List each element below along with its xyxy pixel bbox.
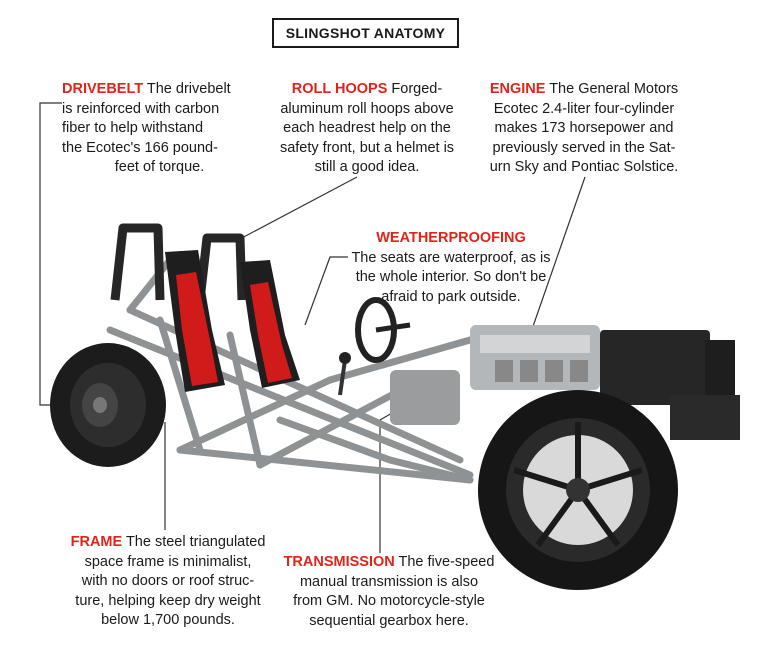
callout-keyword: TRANSMISSION (283, 554, 395, 570)
callout-keyword: WEATHERPROOFING (376, 230, 526, 246)
weatherproofing-callout: WEATHERPROOFING The seats are waterproof… (345, 229, 557, 307)
callout-text: from GM. No motorcycle-style (293, 593, 485, 609)
steering-wheel (355, 297, 411, 363)
roll-hoops-callout: ROLL HOOPS Forged- aluminum roll hoops a… (272, 80, 462, 178)
callout-text: sequential gearbox here. (309, 612, 469, 629)
callout-text: afraid to park outside. (381, 288, 521, 305)
gear-lever (338, 352, 351, 396)
callout-text: urn Sky and Pontiac Solstice. (489, 159, 679, 175)
callout-keyword: FRAME (70, 534, 123, 550)
callout-text: The seats are waterproof, as is (351, 249, 551, 266)
callout-text: safety front, but a helmet is (279, 139, 455, 156)
callout-keyword: DRIVEBELT (62, 81, 144, 97)
callout-text: Forged- (387, 81, 443, 97)
roll-hoops-leader (237, 176, 358, 241)
callout-text: feet of torque. (114, 159, 205, 175)
drivebelt-callout: DRIVEBELT The drivebelt is reinforced wi… (62, 80, 257, 178)
callout-text: The drivebelt (143, 81, 231, 97)
callout-text: still a good idea. (314, 159, 420, 175)
engine-leader (529, 176, 586, 336)
transmission-block (390, 370, 460, 425)
callout-text: ture, helping keep dry weight (75, 592, 261, 609)
callout-text: manual transmission is also (299, 573, 479, 590)
page-title: SLINGSHOT ANATOMY (272, 18, 459, 48)
rear-wheel (50, 343, 166, 467)
callout-text: below 1,700 pounds. (101, 612, 235, 628)
callout-text: makes 173 horsepower and (494, 120, 674, 136)
weatherproofing-leader (304, 256, 348, 326)
front-structure (600, 330, 710, 405)
callout-text: The five-speed (394, 554, 495, 570)
callout-text: with no doors or roof struc- (81, 573, 255, 589)
callout-text: previously served in the Sat- (492, 139, 676, 156)
front-wheel (478, 390, 678, 590)
roll-hoops (110, 223, 247, 301)
seats (165, 250, 300, 392)
callout-text: the whole interior. So don't be (355, 269, 547, 285)
callout-text: is reinforced with carbon (62, 100, 220, 117)
engine-callout: ENGINE The General Motors Ecotec 2.4-lit… (478, 80, 690, 178)
transmission-callout: TRANSMISSION The five-speed manual trans… (283, 553, 495, 631)
callout-text: fiber to help withstand (62, 120, 204, 136)
callout-text: The General Motors (545, 81, 679, 97)
drivebelt-leader (39, 102, 62, 406)
callout-keyword: ROLL HOOPS (291, 81, 388, 97)
callout-text: space frame is minimalist, (84, 553, 252, 570)
callout-text: the Ecotec's 166 pound- (62, 139, 218, 156)
callout-text: Ecotec 2.4-liter four-cylinder (493, 100, 675, 117)
frame-callout: FRAME The steel triangulated space frame… (62, 533, 274, 631)
callout-text: each headrest help on the (283, 120, 451, 136)
callout-text: aluminum roll hoops above (280, 100, 454, 117)
engine-block (470, 325, 600, 390)
callout-text: The steel triangulated (122, 534, 266, 550)
callout-keyword: ENGINE (489, 81, 546, 97)
